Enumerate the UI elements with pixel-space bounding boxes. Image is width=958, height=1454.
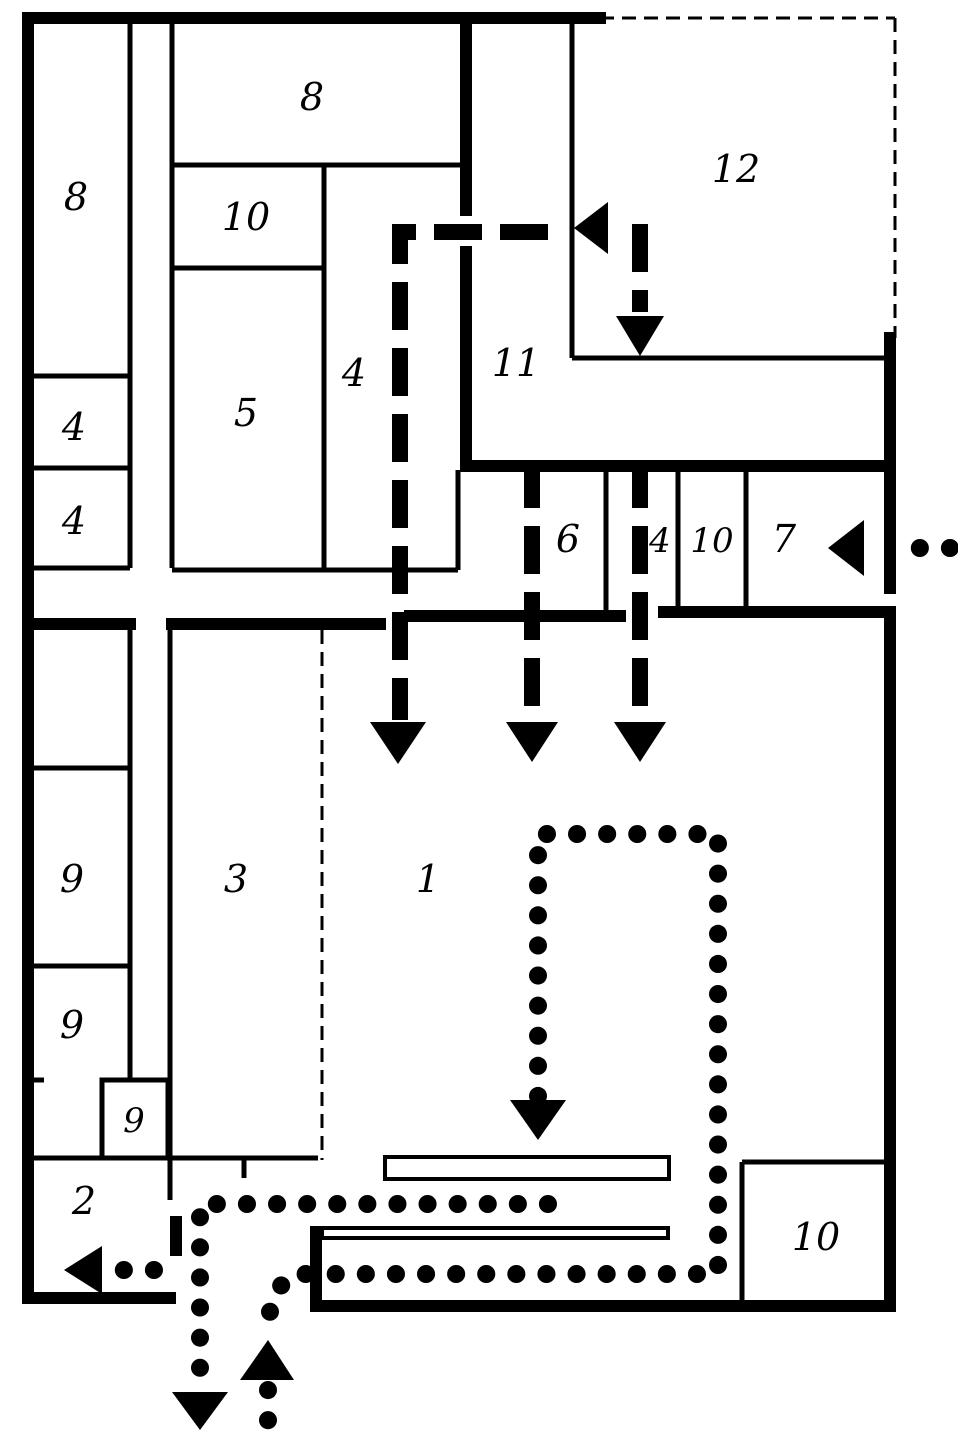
- room-label: 4: [61, 405, 86, 449]
- arrow-left-icon: [574, 202, 608, 254]
- room-label: 4: [61, 499, 86, 543]
- room-label: 4: [341, 351, 366, 395]
- room-label: 6: [556, 517, 580, 561]
- room-labels: 8 8 10 12 4 4 5 4 11 6 4 10 7 9 9 9 3 1 …: [60, 75, 840, 1259]
- counter-lower: [320, 1226, 670, 1240]
- room-label: 10: [690, 521, 733, 561]
- room-label: 8: [64, 175, 88, 219]
- arrow-down-icon: [172, 1392, 228, 1430]
- room-label: 8: [300, 75, 324, 119]
- dashed-flows: [370, 202, 666, 764]
- room-label: 9: [60, 1003, 84, 1047]
- arrow-left-icon: [64, 1246, 102, 1294]
- arrow-down-icon: [506, 722, 558, 762]
- arrow-down-icon: [370, 722, 426, 764]
- room-label: 3: [224, 857, 248, 901]
- room-label: 9: [60, 857, 84, 901]
- room-label: 10: [222, 195, 270, 239]
- counters: [320, 1155, 671, 1240]
- room-label: 11: [492, 341, 540, 385]
- arrow-down-icon: [510, 1100, 566, 1140]
- interior-walls: [22, 16, 896, 1306]
- room-label: 10: [792, 1215, 840, 1259]
- arrow-down-icon: [616, 316, 664, 356]
- room-label: 5: [234, 391, 258, 435]
- arrow-left-icon: [828, 520, 864, 576]
- room-label: 4: [648, 521, 671, 561]
- room-label: 12: [712, 147, 760, 191]
- arrow-up-icon: [240, 1340, 294, 1380]
- counter-upper: [383, 1155, 671, 1181]
- room-label: 9: [123, 1101, 145, 1141]
- dotted-flows: [64, 520, 958, 1449]
- room-label: 7: [772, 517, 797, 561]
- arrow-down-icon: [614, 722, 666, 762]
- room-label: 2: [71, 1179, 96, 1223]
- room-label: 1: [416, 857, 440, 901]
